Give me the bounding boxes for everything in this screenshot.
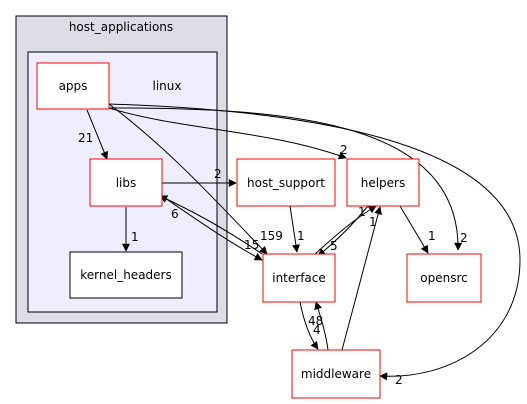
node-kernel-headers-label: kernel_headers: [80, 268, 171, 282]
node-opensrc[interactable]: opensrc: [406, 253, 482, 303]
cluster-host-applications-label: host_applications: [69, 20, 173, 34]
edge-label-interface-middleware: 4: [313, 323, 321, 337]
node-helpers-label: helpers: [361, 176, 406, 190]
edge-interface-middleware[interactable]: [299, 301, 319, 350]
edge-middleware-helpers[interactable]: [341, 206, 383, 351]
edge-label-libs-kernel-headers: 1: [131, 230, 139, 244]
edge-apps-middleware[interactable]: [108, 103, 521, 381]
node-apps-box: [36, 62, 110, 110]
edge-label-middleware-helpers: 1: [369, 215, 377, 229]
node-apps-label: apps: [59, 79, 88, 93]
edge-label-apps-helpers: 2: [340, 143, 348, 157]
node-middleware-label: middleware: [301, 367, 371, 381]
edge-interface-helpers[interactable]: [314, 205, 377, 255]
node-kernel-headers[interactable]: kernel_headers: [69, 251, 183, 299]
node-interface-box: [262, 253, 336, 303]
edge-helpers-opensrc[interactable]: [399, 205, 429, 254]
edge-label-helpers-opensrc: 1: [428, 229, 436, 243]
edge-interface-libs[interactable]: [159, 195, 263, 255]
node-interface[interactable]: interface: [262, 253, 336, 303]
edge-label-apps-opensrc: 2: [460, 231, 468, 245]
edge-label-apps-interface: 159: [260, 229, 283, 243]
node-opensrc-label: opensrc: [420, 271, 467, 285]
node-libs[interactable]: libs: [89, 158, 163, 207]
edge-apps-libs[interactable]: [86, 109, 108, 160]
cluster-linux-label: linux: [153, 79, 182, 93]
node-middleware[interactable]: middleware: [291, 349, 381, 399]
edge-middleware-interface[interactable]: [314, 301, 329, 351]
node-host-support[interactable]: host_support: [236, 158, 336, 207]
edge-label-apps-libs: 21: [78, 131, 93, 145]
edge-label-interface-helpers: 1: [358, 205, 366, 219]
node-kernel-headers-box: [69, 251, 183, 299]
edge-apps-helpers[interactable]: [108, 107, 347, 160]
node-helpers-box: [346, 158, 420, 207]
edge-label-libs-interface: 15: [244, 238, 259, 252]
node-libs-box: [89, 158, 163, 207]
edge-label-apps-middleware: 2: [395, 373, 403, 387]
node-middleware-box: [291, 349, 381, 399]
node-host-support-label: host_support: [247, 176, 325, 190]
edge-helpers-interface[interactable]: [317, 205, 369, 257]
node-interface-label: interface: [272, 271, 326, 285]
edge-libs-interface[interactable]: [161, 195, 263, 261]
edge-label-libs-host-support: 2: [214, 167, 222, 181]
node-opensrc-box: [406, 253, 482, 303]
edges: 21 2 159 2 2 1 2 15 6 1 5 1 1 4 48 1: [78, 103, 521, 387]
edge-label-interface-libs: 6: [171, 207, 179, 221]
edge-host-support-interface[interactable]: [289, 205, 300, 253]
node-libs-label: libs: [116, 176, 137, 190]
edge-label-host-support-interface: 1: [297, 229, 305, 243]
node-apps[interactable]: apps: [36, 62, 110, 110]
edge-label-middleware-interface: 48: [308, 314, 323, 328]
edge-label-helpers-interface: 5: [330, 239, 338, 253]
edge-apps-interface[interactable]: [108, 103, 268, 255]
node-host-support-box: [236, 158, 336, 207]
node-helpers[interactable]: helpers: [346, 158, 420, 207]
